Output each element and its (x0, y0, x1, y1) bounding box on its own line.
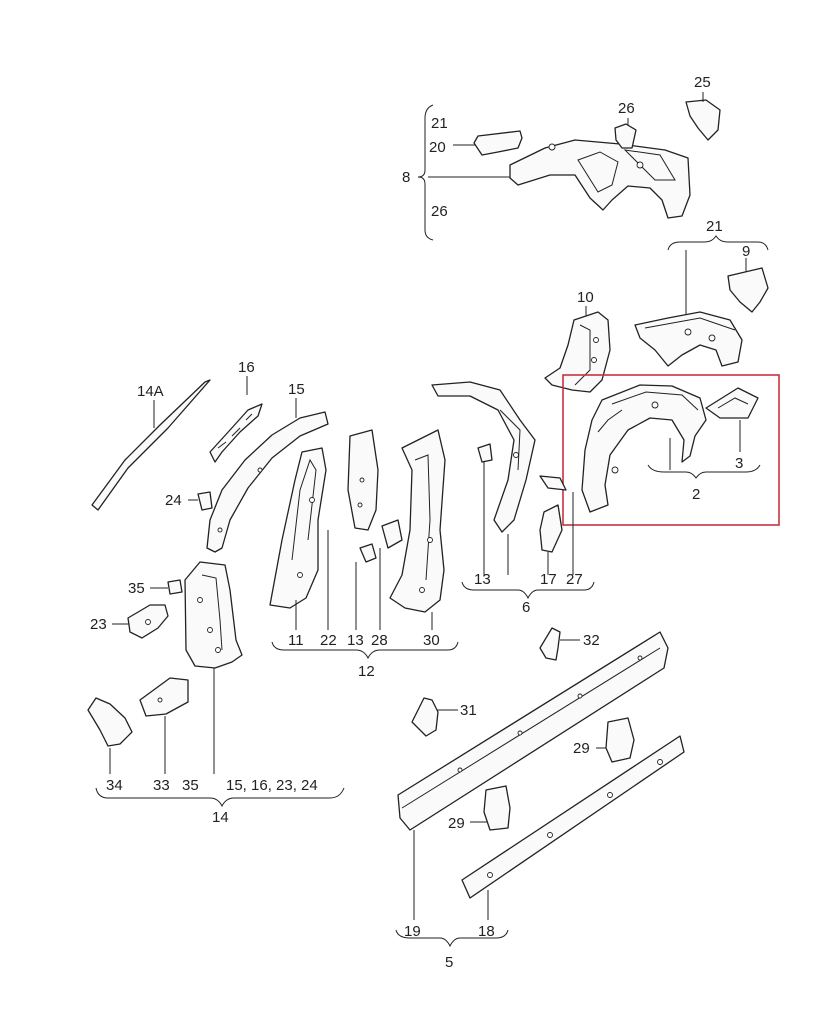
label-20: 20 (429, 139, 446, 156)
highlight-wheelhouse (562, 374, 780, 526)
part-17-bracket (539, 504, 563, 553)
label-35: 35 (128, 580, 145, 597)
part-21-rear-inner-panel (634, 311, 743, 367)
label-30: 30 (423, 632, 440, 649)
part-18-reinforcement (461, 735, 685, 899)
label-12: 12 (358, 663, 375, 680)
label-32: 32 (583, 632, 600, 649)
part-19-sill (397, 631, 669, 831)
label-16: 16 (238, 359, 255, 376)
part-24-clip (197, 491, 213, 511)
part-20-bracket (473, 130, 523, 156)
part-30-b-pillar (389, 429, 446, 613)
label-21-right: 21 (706, 218, 723, 235)
part-31-bracket (411, 697, 439, 737)
part-3-patch (705, 387, 759, 419)
label-19: 19 (404, 923, 421, 940)
part-13-plate (359, 543, 377, 563)
part-25-bracket (685, 99, 721, 141)
part-labels: 21 20 8 26 26 25 21 9 10 2 3 14A 16 15 2… (90, 74, 750, 971)
label-21: 21 (431, 115, 448, 132)
label-13-b: 13 (474, 571, 491, 588)
part-group-6 (431, 381, 595, 600)
part-2-wheelhouse (581, 384, 707, 513)
label-28: 28 (371, 632, 388, 649)
part-35-pillar-base (184, 561, 243, 669)
part-group-left-small (112, 491, 213, 639)
part-group-8 (417, 92, 721, 241)
part-34-bracket (87, 697, 133, 747)
part-group-9 (634, 235, 769, 367)
label-31: 31 (460, 702, 477, 719)
label-17: 17 (540, 571, 557, 588)
label-34: 34 (106, 777, 123, 794)
part-10-column (544, 311, 611, 393)
label-8: 8 (402, 169, 410, 186)
label-29-a: 29 (573, 740, 590, 757)
label-29-b: 29 (448, 815, 465, 832)
label-33: 33 (153, 777, 170, 794)
part-14A-strip (91, 379, 211, 511)
label-5: 5 (445, 954, 453, 971)
label-6: 6 (522, 599, 530, 616)
label-15: 15 (288, 381, 305, 398)
label-14: 14 (212, 809, 229, 826)
label-10: 10 (577, 289, 594, 306)
part-29-bracket-upper (605, 717, 635, 763)
label-14-list: 15, 16, 23, 24 (226, 777, 318, 794)
label-35-b: 35 (182, 777, 199, 794)
part-15-pillar (206, 411, 329, 553)
part-group-14 (87, 561, 345, 808)
part-16-reinforcement (209, 403, 263, 463)
part-32-bracket (539, 627, 561, 661)
label-14A: 14A (137, 383, 164, 400)
part-group-12 (269, 429, 459, 660)
part-35-plate (167, 579, 183, 595)
label-3: 3 (735, 455, 743, 472)
part-group-left-top (91, 376, 329, 553)
part-26-clip (614, 123, 637, 149)
label-27: 27 (566, 571, 583, 588)
label-2: 2 (692, 486, 700, 503)
label-9: 9 (742, 243, 750, 260)
part-13-clip (477, 443, 493, 463)
part-9-bracket (727, 267, 769, 313)
part-29-bracket-lower (483, 785, 511, 831)
label-26-top: 26 (618, 100, 635, 117)
label-25: 25 (694, 74, 711, 91)
part-27-bolt (539, 475, 567, 491)
label-24: 24 (165, 492, 182, 509)
label-11: 11 (288, 632, 304, 649)
part-group-5 (395, 627, 685, 948)
label-13: 13 (347, 632, 364, 649)
label-22: 22 (320, 632, 337, 649)
part-11-inner-pillar (269, 447, 327, 609)
label-18: 18 (478, 923, 495, 940)
label-26: 26 (431, 203, 448, 220)
highlight-frame (562, 374, 780, 526)
part-10 (544, 306, 611, 393)
label-23: 23 (90, 616, 107, 633)
part-28-plate (381, 519, 403, 549)
part-33-bracket (139, 677, 189, 717)
